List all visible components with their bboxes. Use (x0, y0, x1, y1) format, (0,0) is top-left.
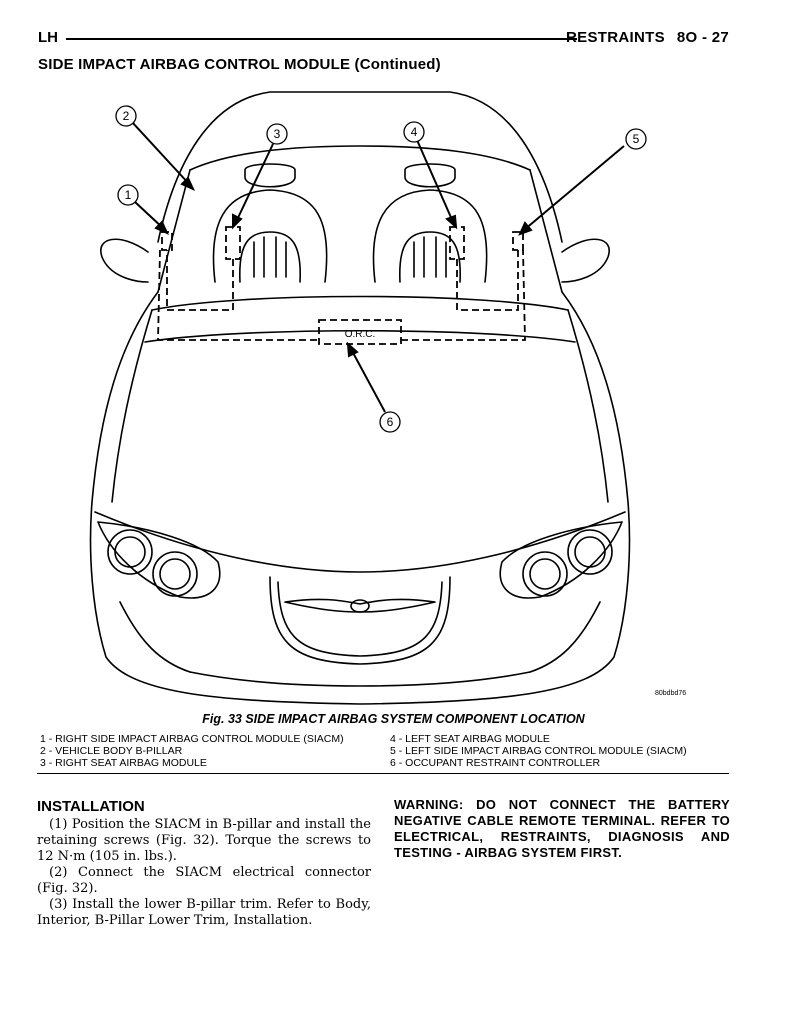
callout-3: 3 (266, 123, 288, 145)
body-outline (89, 291, 631, 705)
hood-left-crease (111, 309, 153, 503)
legend-item: 5 - LEFT SIDE IMPACT AIRBAG CONTROL MODU… (390, 745, 687, 757)
legend-item: 2 - VEHICLE BODY B-PILLAR (40, 745, 183, 757)
right-mirror (561, 238, 610, 283)
page-subtitle: SIDE IMPACT AIRBAG CONTROL MODULE (Conti… (38, 56, 441, 73)
windshield-left (157, 169, 191, 293)
header-section-title: RESTRAINTS (566, 29, 665, 46)
header-rule (66, 38, 577, 40)
orc-label: O.R.C. (345, 329, 376, 340)
airbag-location-figure: O.R.C. 1 2 3 4 5 6 (40, 82, 740, 712)
warning-text: WARNING: DO NOT CONNECT THE BATTERY NEGA… (394, 797, 730, 860)
installation-step: (2) Connect the SIACM electrical connect… (37, 865, 371, 896)
grille-emblem (284, 598, 436, 613)
svg-text:5: 5 (633, 132, 640, 146)
right-headlight (97, 521, 221, 599)
right-seat-airbag-box (225, 226, 241, 260)
legend-item: 3 - RIGHT SEAT AIRBAG MODULE (40, 757, 207, 769)
windshield-right (529, 169, 563, 293)
windshield-top (189, 145, 531, 171)
orc-box (318, 319, 402, 345)
left-seat-airbag-box (449, 226, 465, 260)
left-mirror (100, 238, 149, 283)
installation-heading: INSTALLATION (37, 798, 145, 815)
svg-text:3: 3 (274, 127, 281, 141)
left-wiring-harness (456, 250, 519, 311)
header-section-code: LH (38, 29, 58, 46)
right-seat (212, 189, 328, 283)
front-bumper (189, 671, 531, 687)
legend-column-left: 1 - RIGHT SIDE IMPACT AIRBAG CONTROL MOD… (40, 733, 344, 769)
left-seat (372, 189, 488, 283)
header-right: RESTRAINTS 8O - 27 (566, 29, 729, 46)
hood-front (94, 511, 626, 573)
grille (269, 576, 451, 665)
legend-item: 4 - LEFT SEAT AIRBAG MODULE (390, 733, 550, 745)
hood-right-crease (567, 309, 609, 503)
svg-text:2: 2 (123, 109, 130, 123)
callout-1: 1 (117, 184, 139, 206)
left-headlight (499, 521, 623, 599)
legend-column-right: 4 - LEFT SEAT AIRBAG MODULE 5 - LEFT SID… (390, 733, 687, 769)
installation-step: (3) Install the lower B-pillar trim. Ref… (37, 897, 371, 928)
roof-outline (157, 91, 563, 243)
svg-text:4: 4 (411, 125, 418, 139)
svg-text:6: 6 (387, 415, 394, 429)
callout-5: 5 (625, 128, 647, 150)
installation-step: (1) Position the SIACM in B-pillar and i… (37, 817, 371, 864)
callout-2: 2 (115, 105, 137, 127)
right-wiring-harness (166, 250, 234, 311)
svg-text:1: 1 (125, 188, 132, 202)
legend-rule (37, 773, 729, 774)
page-number: 8O - 27 (676, 29, 729, 46)
callout-6: 6 (379, 411, 401, 433)
legend-item: 1 - RIGHT SIDE IMPACT AIRBAG CONTROL MOD… (40, 733, 344, 745)
left-siacm-box (512, 231, 524, 251)
main-wiring-harness (157, 249, 526, 341)
legend-item: 6 - OCCUPANT RESTRAINT CONTROLLER (390, 757, 601, 769)
callout-4: 4 (403, 121, 425, 143)
figure-caption: Fig. 33 SIDE IMPACT AIRBAG SYSTEM COMPON… (202, 712, 585, 726)
vehicle-illustration: O.R.C. 1 2 3 4 5 6 (89, 91, 647, 705)
figure-reference-code: 80bdbd76 (655, 690, 687, 697)
dashboard (151, 295, 569, 311)
installation-steps: (1) Position the SIACM in B-pillar and i… (37, 817, 371, 929)
